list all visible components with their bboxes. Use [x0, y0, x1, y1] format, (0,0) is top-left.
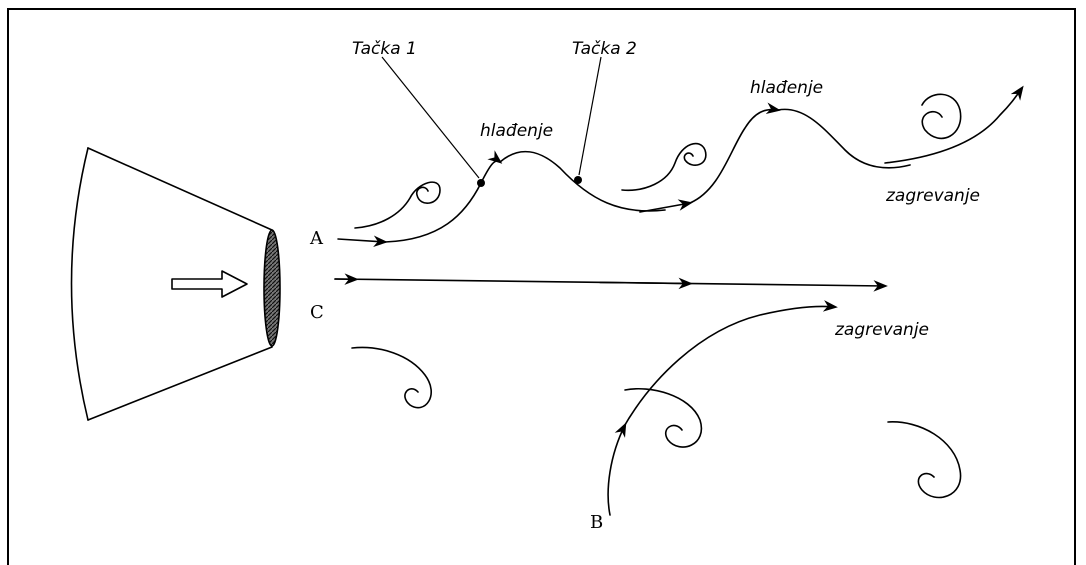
vortex-4 — [624, 388, 703, 448]
nozzle-top-wall — [87, 147, 273, 231]
label-stream-a: A — [309, 228, 324, 249]
label-cooling-2: hlađenje — [750, 78, 823, 98]
vortex-5 — [887, 421, 962, 499]
nozzle-inlet-rim — [70, 147, 89, 421]
point-1-marker — [477, 179, 485, 187]
stream-a-path — [337, 85, 1024, 248]
vortex-1 — [354, 181, 441, 229]
label-point-1: Tačka 1 — [352, 39, 417, 59]
inflow-arrow-icon — [171, 270, 248, 298]
vortex-3 — [351, 346, 432, 409]
point-2-leader — [578, 56, 602, 176]
label-heating-upper: zagrevanje — [885, 186, 980, 206]
label-stream-c: C — [310, 302, 324, 323]
label-stream-b: B — [590, 512, 603, 533]
vortex-6 — [921, 93, 962, 140]
figure-frame — [7, 8, 1076, 565]
point-1-leader — [381, 56, 480, 179]
label-point-2: Tačka 2 — [572, 39, 637, 59]
vortex-2 — [621, 142, 707, 192]
point-2-marker — [574, 176, 582, 184]
stream-c-path — [334, 273, 888, 292]
nozzle-bottom-wall — [87, 346, 273, 421]
label-heating-middle: zagrevanje — [834, 320, 929, 340]
nozzle-exit-opening — [263, 229, 281, 347]
label-cooling-1: hlađenje — [480, 121, 553, 141]
stream-b-path — [607, 300, 838, 516]
nozzle — [70, 147, 281, 421]
